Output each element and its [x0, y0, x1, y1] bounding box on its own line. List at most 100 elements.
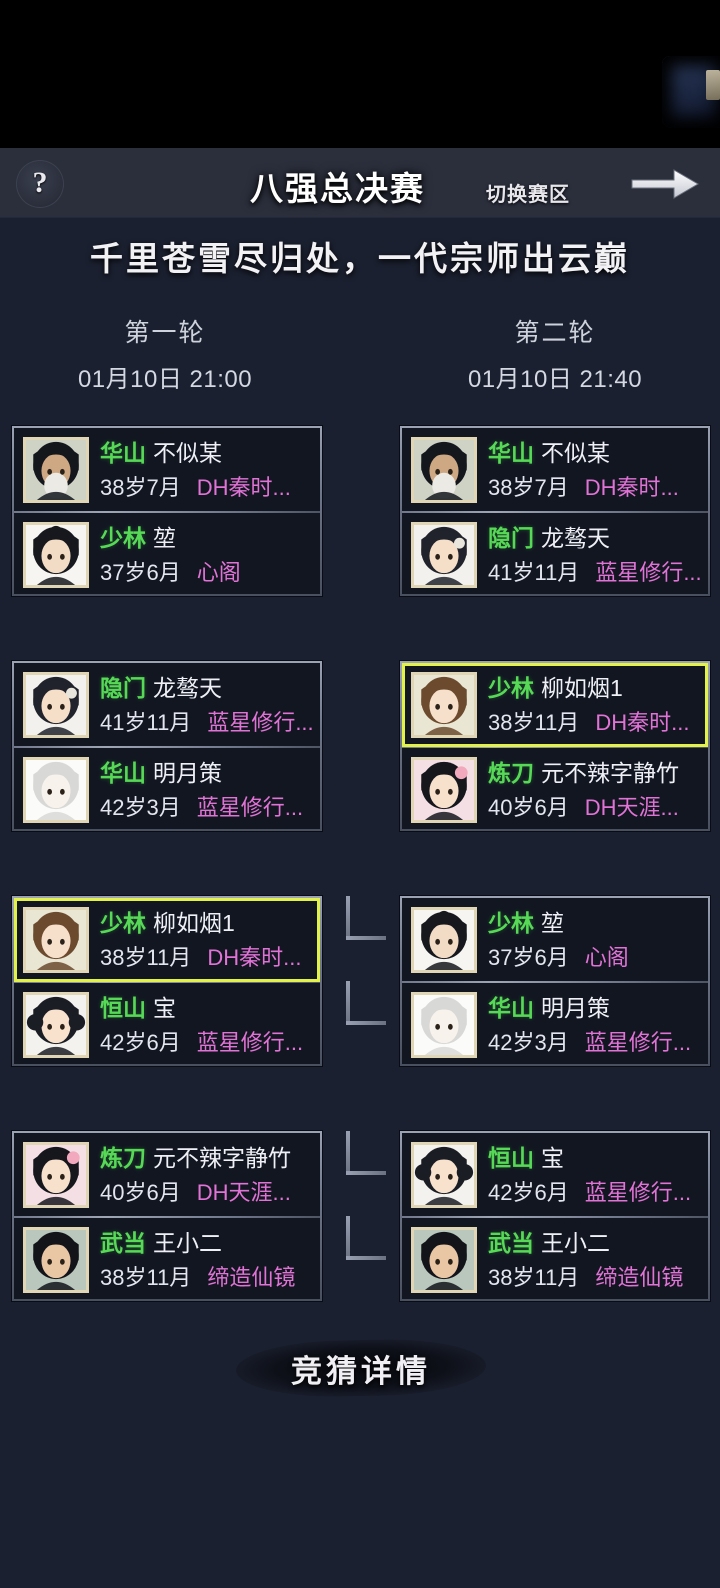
- avatar[interactable]: [411, 1142, 477, 1208]
- player-age: 38岁11月: [488, 709, 580, 735]
- player-age: 38岁11月: [100, 1264, 192, 1290]
- match-divider: [14, 1216, 320, 1218]
- player-age: 38岁7月: [488, 474, 569, 500]
- player-guild: DH秦时...: [595, 709, 690, 735]
- avatar[interactable]: [23, 1142, 89, 1208]
- player-meta-row: 42岁3月蓝星修行...: [100, 795, 303, 819]
- avatar[interactable]: [411, 907, 477, 973]
- player-name: 堃: [541, 910, 564, 937]
- player-sect: 华山: [488, 995, 534, 1022]
- player-title-row: 炼刀元不辣字静竹: [488, 761, 679, 785]
- player-meta-row: 41岁11月蓝星修行...: [100, 710, 314, 734]
- player-age: 42岁6月: [100, 1029, 181, 1055]
- player-title-row: 恒山宝: [100, 996, 303, 1020]
- player-row[interactable]: 恒山宝 42岁6月蓝星修行...: [14, 983, 320, 1067]
- avatar[interactable]: [23, 757, 89, 823]
- match-divider: [402, 746, 708, 748]
- avatar[interactable]: [411, 992, 477, 1058]
- avatar[interactable]: [411, 672, 477, 738]
- player-row[interactable]: 隐门龙骜天 41岁11月蓝星修行...: [14, 663, 320, 747]
- player-meta-row: 38岁11月缔造仙镜: [100, 1264, 296, 1290]
- bracket-connector: [330, 1216, 400, 1300]
- player-title-row: 少林柳如烟1: [100, 911, 301, 935]
- player-meta-row: 41岁11月蓝星修行...: [488, 559, 702, 585]
- connector-horizontal: [346, 1256, 386, 1260]
- player-info: 恒山宝 42岁6月蓝星修行...: [100, 996, 303, 1053]
- match-divider: [14, 746, 320, 748]
- switch-zone-button[interactable]: 切换赛区: [470, 169, 622, 209]
- avatar[interactable]: [411, 757, 477, 823]
- question-mark-icon[interactable]: ?: [16, 160, 64, 208]
- player-row[interactable]: 炼刀元不辣字静竹 40岁6月 DH天涯...: [14, 1133, 320, 1217]
- player-sect: 炼刀: [100, 1145, 146, 1172]
- avatar[interactable]: [23, 907, 89, 973]
- player-sect: 少林: [100, 525, 146, 552]
- match-divider: [402, 511, 708, 513]
- player-sect: 少林: [100, 910, 146, 937]
- player-name: 柳如烟1: [541, 675, 623, 702]
- player-name: 不似某: [153, 440, 222, 467]
- arrow-right-icon[interactable]: [630, 166, 700, 202]
- player-age: 38岁11月: [100, 944, 192, 970]
- connector-vertical: [346, 1131, 350, 1175]
- player-guild: 蓝星修行...: [595, 559, 702, 585]
- avatar[interactable]: [23, 672, 89, 738]
- betting-details-button[interactable]: 竞猜详情: [235, 1336, 487, 1400]
- player-age: 40岁6月: [100, 1179, 181, 1205]
- player-name: 龙骜天: [153, 675, 222, 702]
- player-name: 宝: [541, 1145, 564, 1172]
- player-meta-row: 42岁6月蓝星修行...: [488, 1179, 691, 1205]
- player-sect: 隐门: [100, 675, 146, 702]
- player-guild: 缔造仙镜: [207, 1264, 296, 1290]
- avatar[interactable]: [23, 1227, 89, 1293]
- avatar[interactable]: [411, 1227, 477, 1293]
- avatar[interactable]: [23, 437, 89, 503]
- player-info: 少林柳如烟1 38岁11月 DH秦时...: [100, 911, 301, 968]
- avatar[interactable]: [411, 437, 477, 503]
- connector-vertical: [346, 896, 350, 940]
- player-info: 隐门龙骜天 41岁11月蓝星修行...: [100, 676, 314, 733]
- player-title-row: 炼刀元不辣字静竹: [100, 1146, 291, 1170]
- match-card[interactable]: 少林柳如烟1 38岁11月 DH秦时... 恒山宝 42岁6月蓝星修行...: [12, 896, 322, 1066]
- player-guild: 缔造仙镜: [595, 1264, 684, 1290]
- player-guild: DH秦时...: [207, 944, 302, 970]
- player-sect: 武当: [488, 1230, 534, 1257]
- avatar[interactable]: [23, 992, 89, 1058]
- avatar[interactable]: [411, 522, 477, 588]
- player-age: 42岁6月: [488, 1179, 569, 1205]
- player-meta-row: 42岁6月蓝星修行...: [100, 1029, 303, 1055]
- player-age: 37岁6月: [100, 559, 181, 585]
- player-guild: DH天涯...: [196, 1179, 291, 1205]
- header-bar: ? 八强总决赛 切换赛区: [0, 148, 720, 218]
- corner-floating-widget[interactable]: [662, 56, 720, 128]
- avatar[interactable]: [23, 522, 89, 588]
- player-guild: DH天涯...: [584, 794, 679, 820]
- player-meta-row: 37岁6月心阁: [488, 945, 629, 969]
- player-row-winner[interactable]: 少林柳如烟1 38岁11月 DH秦时...: [14, 898, 320, 982]
